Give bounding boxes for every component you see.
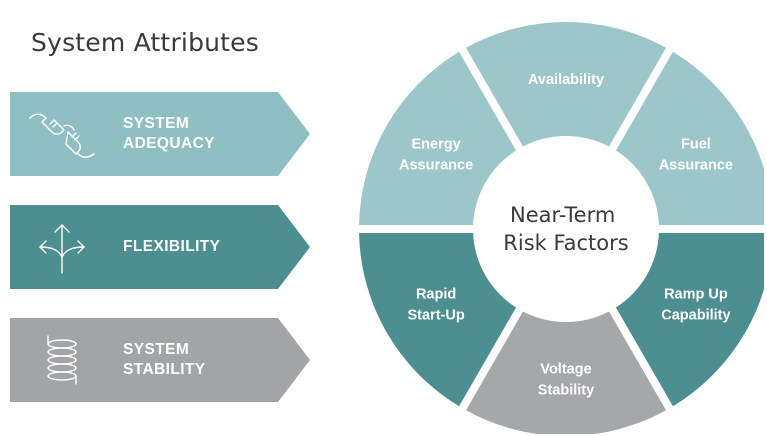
segment-availability-label: Availability [528,72,604,88]
attribute-label: SYSTEM ADEQUACY [123,115,215,152]
plug-icon [29,113,95,158]
spring-icon [47,335,77,385]
attribute-label: FLEXIBILITY [123,238,221,255]
segment-fuel-assurance [615,51,764,226]
segment-rapid-start-up [359,232,517,407]
arrows-icon [39,224,85,274]
segment-availability [465,21,667,147]
segment-ramp-up-capability [615,232,764,407]
attribute-flexibility: FLEXIBILITY [10,205,310,289]
attribute-label: SYSTEM STABILITY [123,341,206,378]
attribute-system-adequacy: SYSTEM ADEQUACY [10,92,310,176]
segment-voltage-stability [465,311,667,434]
segment-energy-assurance [359,51,517,226]
wheel-center-label: Near-Term Risk Factors [503,203,628,255]
attribute-system-stability: SYSTEM STABILITY [10,318,310,402]
page-title: System Attributes [31,28,259,57]
